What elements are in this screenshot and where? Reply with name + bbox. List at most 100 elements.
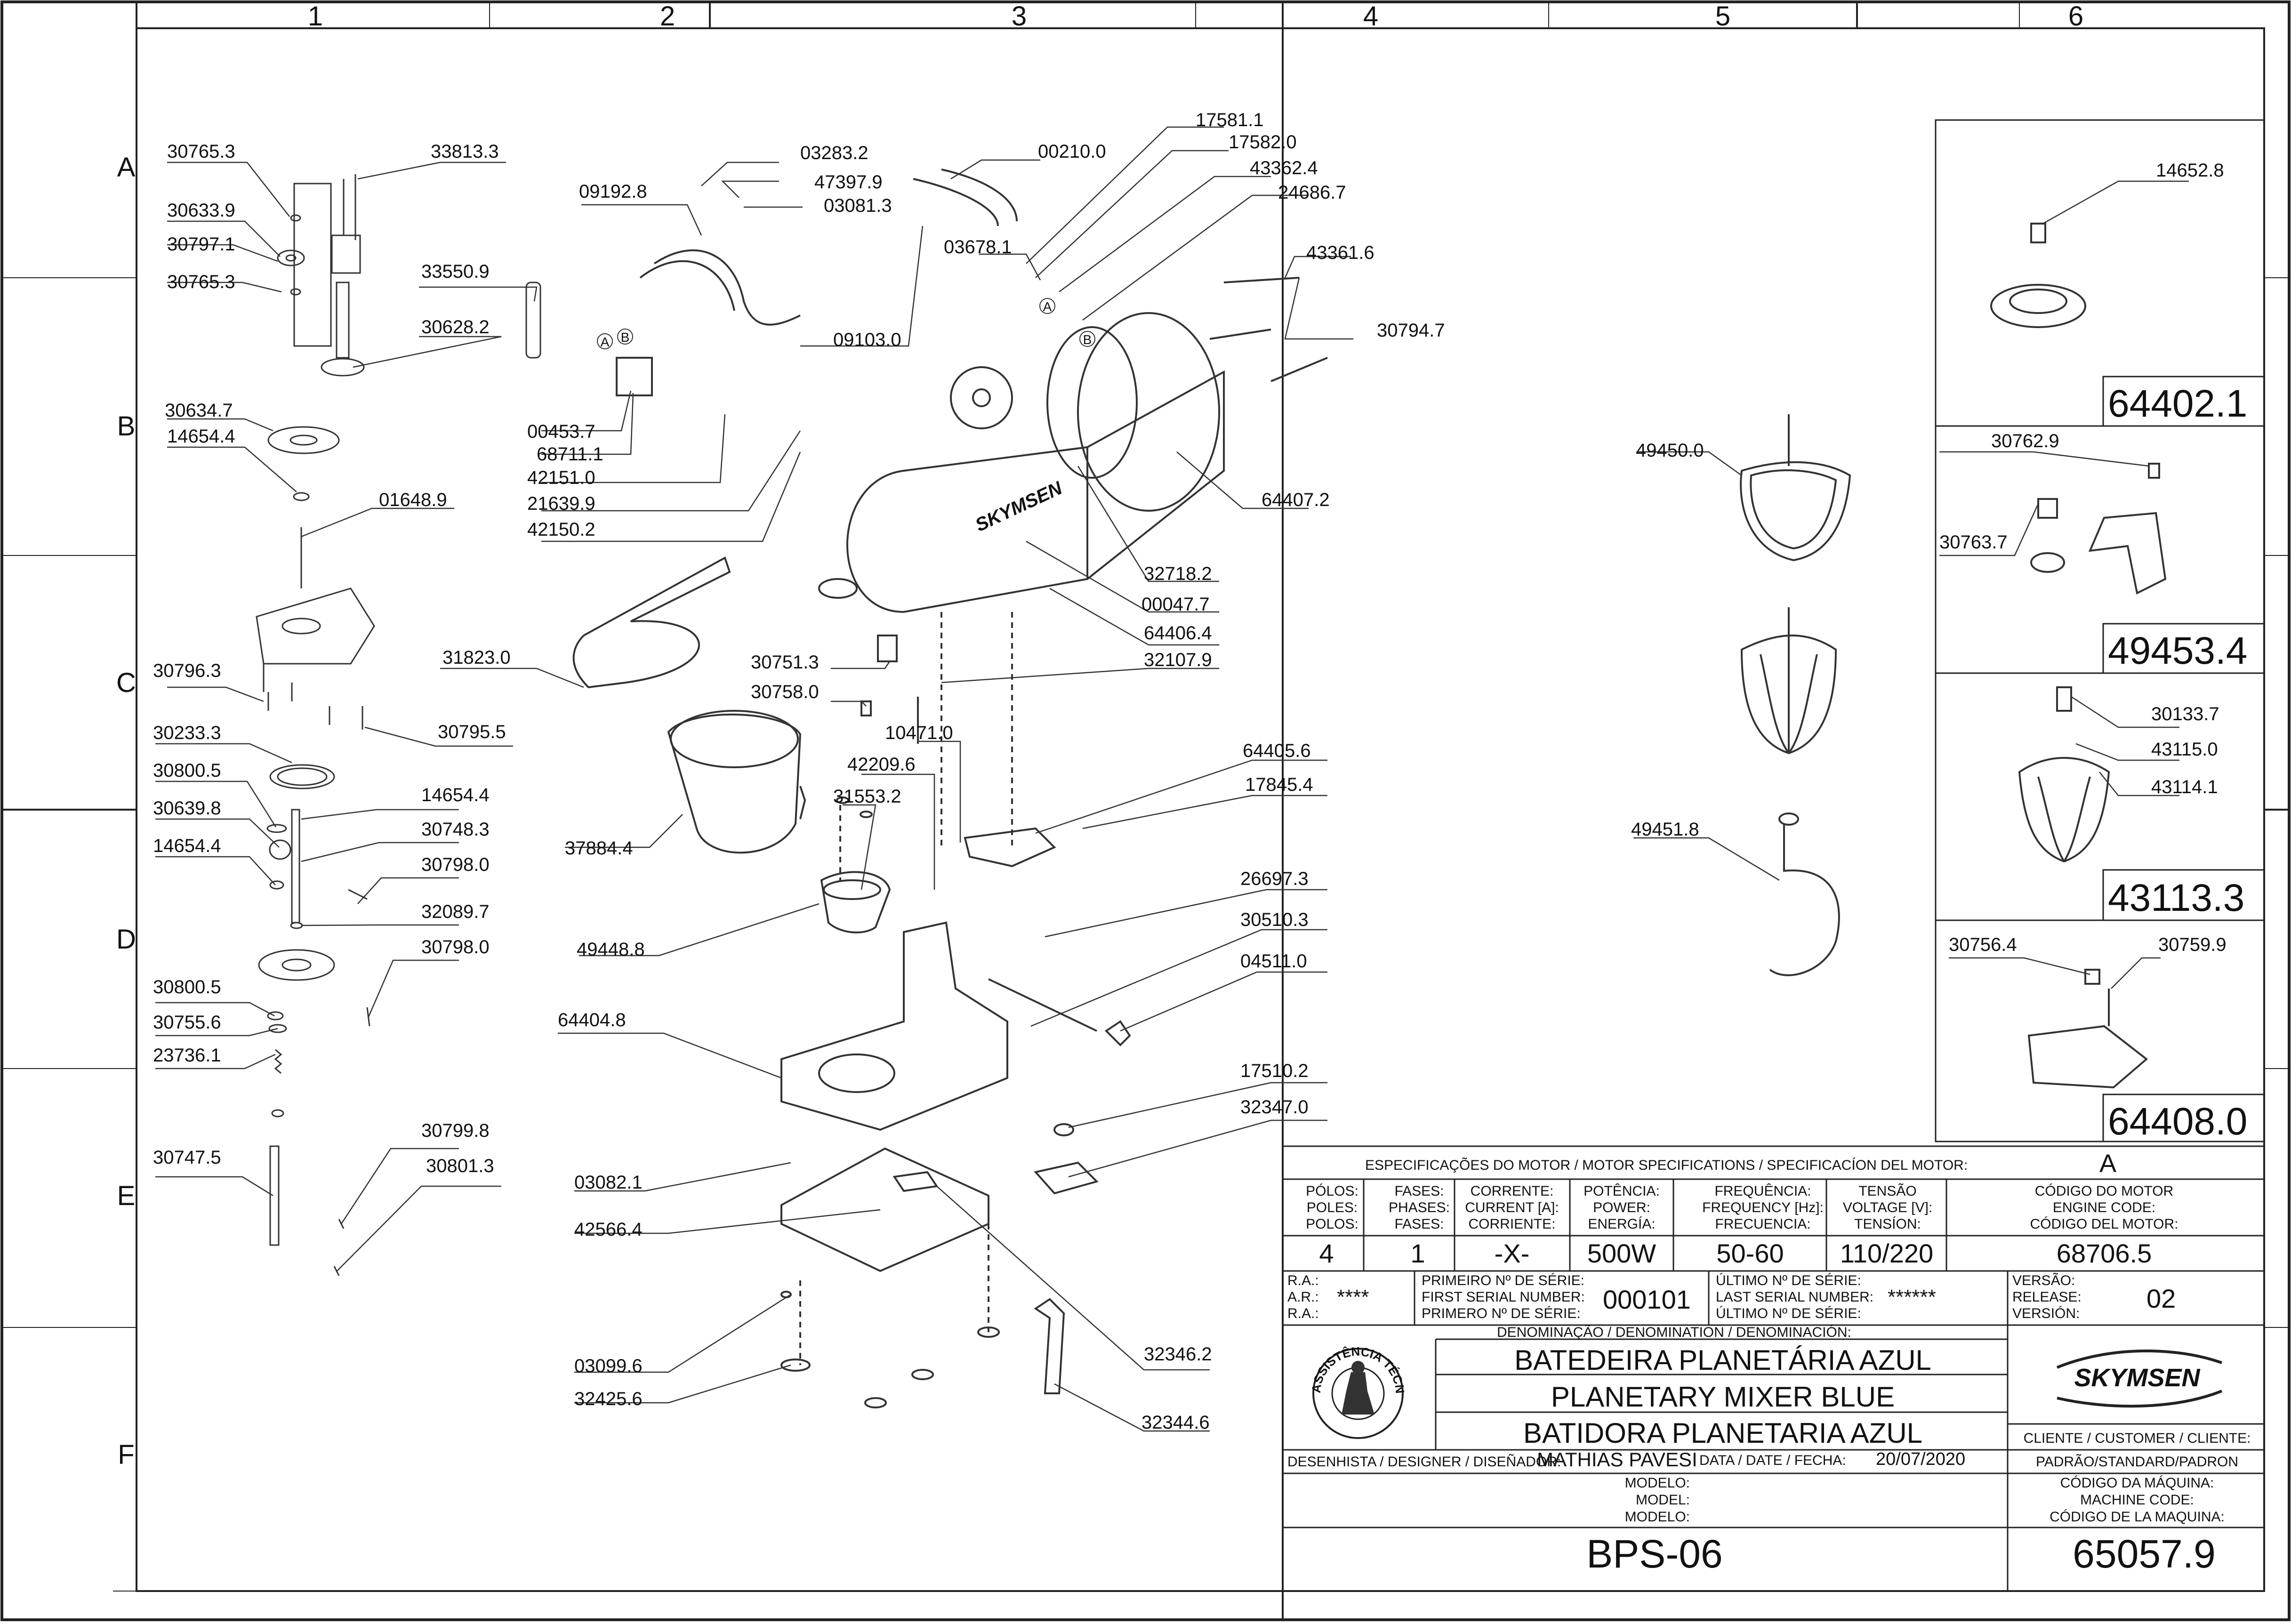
callout-30233-3: 30233.3 bbox=[153, 723, 221, 743]
callout-30634-7: 30634.7 bbox=[165, 400, 233, 421]
header-current-pt: CORRENTE: bbox=[1471, 1183, 1554, 1199]
callout-24686-7: 24686.7 bbox=[1278, 182, 1346, 203]
value-poles: 4 bbox=[1319, 1238, 1334, 1268]
detail-code-64408-0: 64408.0 bbox=[2108, 1100, 2247, 1143]
callout-03081-3: 03081.3 bbox=[824, 195, 892, 216]
planetary-gear-parts bbox=[256, 174, 541, 1276]
designer-label: DESENHISTA / DESIGNER / DISEÑADOR: bbox=[1287, 1454, 1561, 1470]
detail-part-sketches bbox=[1990, 223, 2167, 1089]
callout-30639-8: 30639.8 bbox=[153, 798, 221, 819]
part-callouts: 30765.3 33813.3 30633.9 30797.1 30765.3 … bbox=[153, 110, 2227, 1433]
header-current-en: CURRENT [A]: bbox=[1465, 1200, 1559, 1215]
denomination-label: DENOMINAÇÃO / DENOMINATION / DENOMINACIÓ… bbox=[1497, 1324, 1851, 1340]
callout-42150-2: 42150.2 bbox=[527, 519, 595, 540]
version-label-es: VERSIÓN: bbox=[2012, 1306, 2080, 1321]
callout-21639-9: 21639.9 bbox=[527, 493, 595, 514]
callout-64404-8: 64404.8 bbox=[558, 1010, 626, 1030]
callout-17845-4: 17845.4 bbox=[1245, 774, 1313, 795]
callout-14654-4-b: 14654.4 bbox=[421, 785, 490, 805]
value-current: -X- bbox=[1495, 1238, 1530, 1268]
value-power: 500W bbox=[1587, 1238, 1656, 1268]
callout-30762-9: 30762.9 bbox=[1991, 431, 2059, 451]
grid-row-a: A bbox=[117, 152, 136, 183]
callout-64407-2: 64407.2 bbox=[1262, 490, 1330, 510]
callout-14654-4: 14654.4 bbox=[167, 426, 235, 447]
motor-spec-values: 4 1 -X- 500W 50-60 110/220 68706.5 bbox=[1319, 1238, 2152, 1268]
detail-code-43113-3: 43113.3 bbox=[2108, 876, 2244, 919]
grid-column-labels: 1 2 3 4 5 6 bbox=[308, 1, 2083, 32]
body-brand-logo: SKYMSEN bbox=[972, 477, 1066, 536]
header-power-es: ENERGÍA: bbox=[1588, 1216, 1655, 1232]
serial-row: R.A.: A.R.: R.A.: **** PRIMEIRO Nº DE SÉ… bbox=[1287, 1272, 2176, 1321]
callout-letter-b-left: B bbox=[621, 330, 630, 345]
header-poles-es: POLOS: bbox=[1306, 1216, 1359, 1232]
header-power-en: POWER: bbox=[1593, 1200, 1650, 1215]
last-serial-label-pt: ÚLTIMO Nº DE SÉRIE: bbox=[1716, 1273, 1861, 1288]
grid-row-e: E bbox=[117, 1181, 136, 1211]
client-value: PADRÃO/STANDARD/PADRON bbox=[2036, 1454, 2238, 1470]
model-labels: MODELO: MODEL: MODELO: bbox=[1625, 1475, 1690, 1525]
callout-30133-7: 30133.7 bbox=[2151, 704, 2219, 724]
callout-64406-4: 64406.4 bbox=[1144, 623, 1212, 643]
callout-30756-4: 30756.4 bbox=[1949, 934, 2017, 955]
callout-17510-2: 17510.2 bbox=[1240, 1061, 1309, 1081]
grid-col-5: 5 bbox=[1715, 1, 1730, 32]
callout-43115-0: 43115.0 bbox=[2151, 739, 2218, 760]
callout-30510-3: 30510.3 bbox=[1240, 909, 1309, 930]
ra-label-2: A.R.: bbox=[1287, 1289, 1319, 1305]
callout-30747-5: 30747.5 bbox=[153, 1147, 221, 1168]
callout-30799-8: 30799.8 bbox=[421, 1120, 490, 1141]
callout-10471-0: 10471.0 bbox=[885, 723, 953, 743]
callout-30796-3: 30796.3 bbox=[153, 660, 221, 681]
callout-32344-6: 32344.6 bbox=[1141, 1412, 1210, 1433]
version-value: 02 bbox=[2146, 1284, 2176, 1313]
callout-30763-7: 30763.7 bbox=[1939, 532, 2008, 553]
value-frequency: 50-60 bbox=[1716, 1238, 1784, 1268]
callout-03283-2: 03283.2 bbox=[800, 143, 868, 163]
callout-37884-4: 37884.4 bbox=[565, 838, 633, 859]
callout-14654-4-c: 14654.4 bbox=[153, 836, 221, 856]
model-value: BPS-06 bbox=[1586, 1532, 1723, 1576]
callout-30628-2: 30628.2 bbox=[421, 317, 490, 338]
title-block: ESPECIFICAÇÕES DO MOTOR / MOTOR SPECIFIC… bbox=[0, 0, 2265, 1592]
callout-30798-0: 30798.0 bbox=[421, 854, 490, 875]
callout-14652-8: 14652.8 bbox=[2156, 160, 2224, 181]
callout-00047-7: 00047.7 bbox=[1141, 594, 1210, 615]
first-serial-label-es: PRIMERO Nº DE SÉRIE: bbox=[1422, 1306, 1581, 1321]
callout-43114-1: 43114.1 bbox=[2151, 777, 2218, 797]
grid-row-f: F bbox=[118, 1439, 134, 1470]
callout-23736-1: 23736.1 bbox=[153, 1045, 221, 1066]
product-names: BATEDEIRA PLANETÁRIA AZUL PLANETARY MIXE… bbox=[1514, 1344, 1931, 1449]
grid-row-c: C bbox=[116, 667, 136, 698]
callout-letter-b-right: B bbox=[1083, 332, 1092, 347]
callout-30748-3: 30748.3 bbox=[421, 819, 490, 840]
detail-boxes bbox=[1935, 119, 2265, 1142]
callout-letters: A B A B bbox=[597, 298, 1095, 349]
machine-code-label-pt: CÓDIGO DA MÁQUINA: bbox=[2060, 1475, 2214, 1491]
callout-32347-0: 32347.0 bbox=[1240, 1097, 1309, 1118]
value-voltage: 110/220 bbox=[1840, 1238, 1933, 1268]
brand-logo-text: SKYMSEN bbox=[2074, 1364, 2200, 1392]
callout-33813-3: 33813.3 bbox=[431, 141, 499, 162]
callout-30800-5-b: 30800.5 bbox=[153, 977, 221, 997]
callout-30795-5: 30795.5 bbox=[438, 722, 506, 742]
machine-code-label-es: CÓDIGO DE LA MAQUINA: bbox=[2050, 1509, 2225, 1525]
header-engine-code-pt: CÓDIGO DO MOTOR bbox=[2035, 1183, 2173, 1199]
model-label-es: MODELO: bbox=[1625, 1509, 1690, 1525]
callout-30765-3: 30765.3 bbox=[167, 141, 235, 162]
last-serial-value: ****** bbox=[1888, 1286, 1936, 1309]
motor-spec-value: A bbox=[2099, 1150, 2116, 1178]
callout-04511-0: 04511.0 bbox=[1240, 951, 1307, 972]
callout-32107-9: 32107.9 bbox=[1144, 650, 1212, 670]
header-poles-en: POLES: bbox=[1307, 1200, 1358, 1215]
product-name-es: BATIDORA PLANETARIA AZUL bbox=[1523, 1417, 1922, 1449]
header-voltage-pt: TENSÃO bbox=[1858, 1183, 1916, 1199]
grid-row-d: D bbox=[116, 924, 136, 955]
callout-32346-2: 32346.2 bbox=[1144, 1344, 1212, 1365]
ra-label-3: R.A.: bbox=[1287, 1306, 1319, 1321]
callout-31553-2: 31553.2 bbox=[833, 786, 901, 807]
callout-32718-2: 32718.2 bbox=[1144, 563, 1212, 584]
header-frequency-en: FREQUENCY [Hz]: bbox=[1702, 1200, 1824, 1215]
